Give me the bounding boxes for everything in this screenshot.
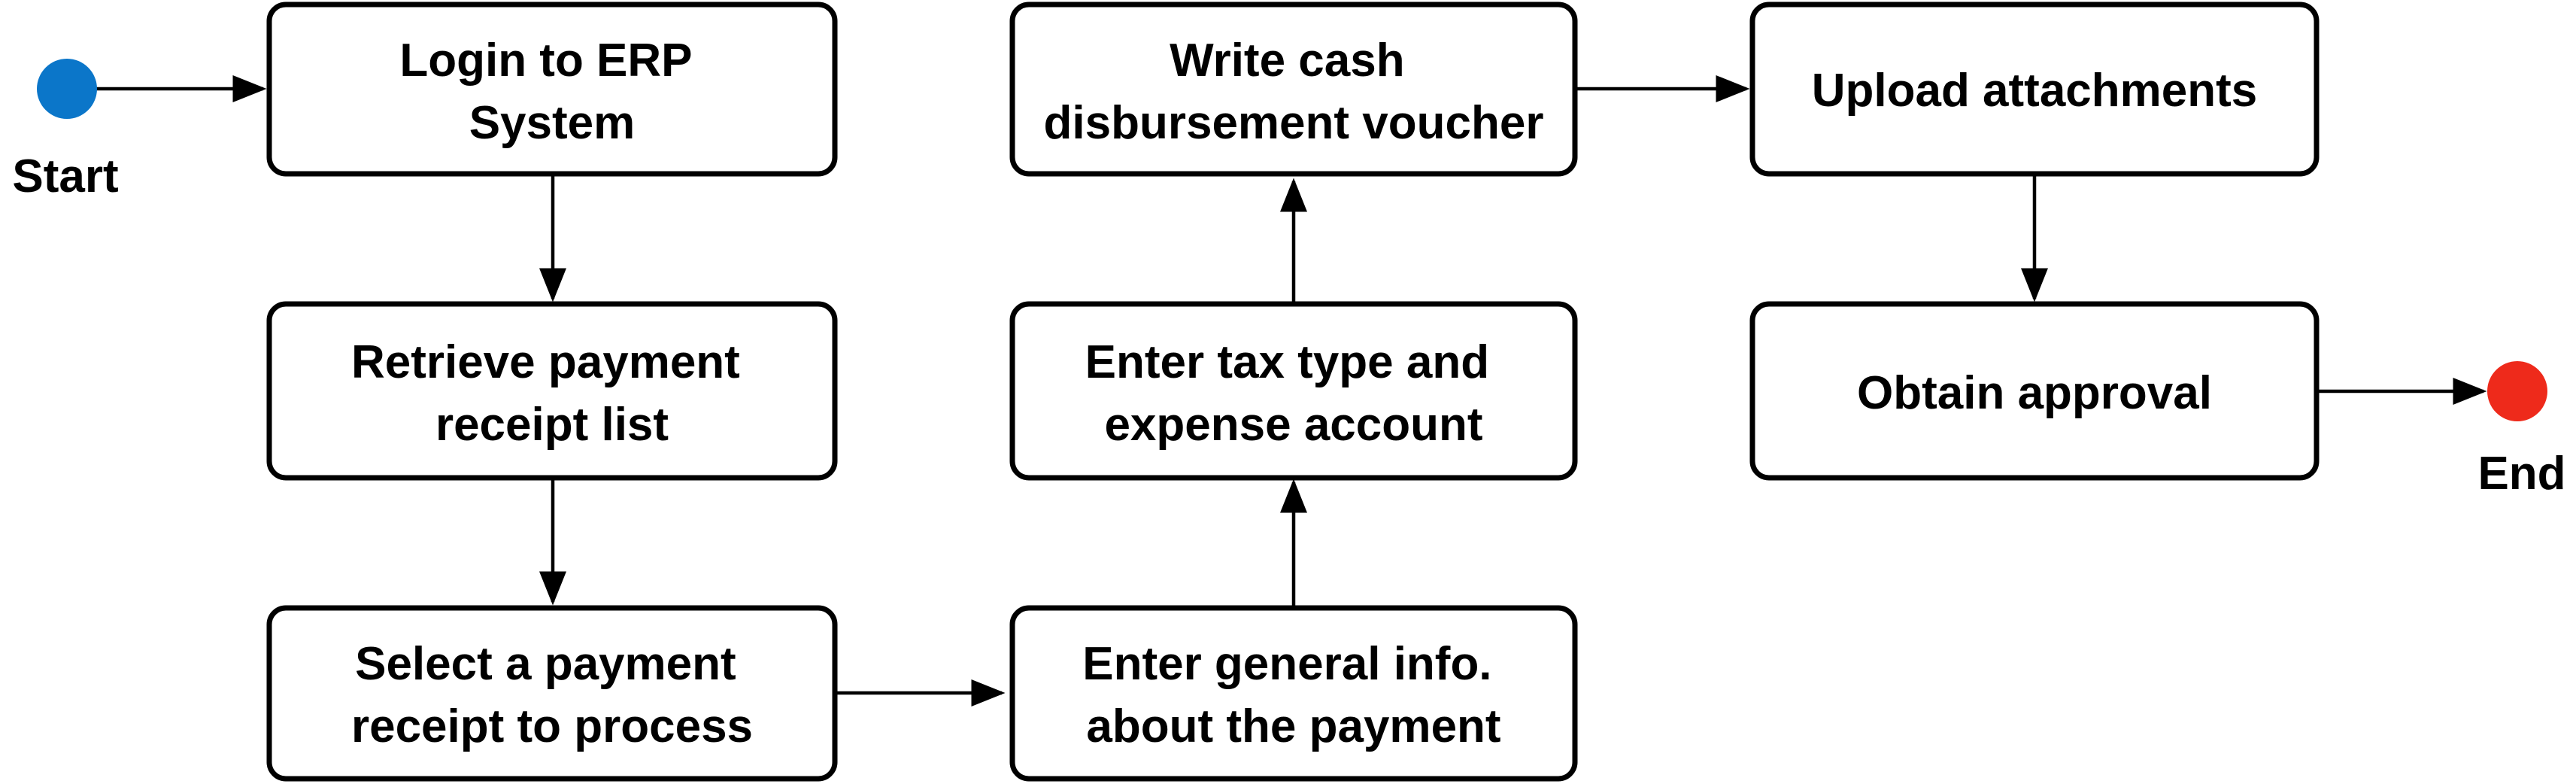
step-box	[1749, 2, 2320, 177]
step-label: Enter general info. about the payment	[1082, 638, 1505, 752]
step-voucher: Write cash disbursement voucher	[1009, 2, 1578, 177]
step-label: Obtain approval	[1857, 367, 2212, 419]
step-line: Enter general info.	[1082, 638, 1491, 690]
step-label: Login to ERP System	[399, 35, 704, 149]
step-box	[266, 301, 838, 481]
step-label: Enter tax type and expense account	[1085, 336, 1503, 451]
end-node: End	[2477, 361, 2566, 500]
step-line: Upload attachments	[1812, 65, 2258, 117]
step-line: Login to ERP	[399, 35, 691, 87]
step-tax: Enter tax type and expense account	[1009, 301, 1578, 481]
step-line: Enter tax type and	[1085, 336, 1489, 388]
step-select: Select a payment receipt to process	[266, 605, 838, 782]
end-circle	[2487, 361, 2547, 421]
step-box	[266, 2, 838, 177]
start-label: Start	[12, 150, 118, 202]
step-general: Enter general info. about the payment	[1009, 605, 1578, 782]
step-line: Select a payment	[355, 638, 736, 690]
step-label: Upload attachments	[1812, 65, 2258, 117]
step-upload: Upload attachments	[1749, 2, 2320, 177]
step-box	[266, 605, 838, 782]
start-circle	[37, 59, 97, 119]
step-label: Write cash disbursement voucher	[1044, 35, 1544, 149]
step-line: Obtain approval	[1857, 367, 2212, 419]
edges	[96, 75, 2487, 707]
step-approval: Obtain approval	[1749, 301, 2320, 481]
step-box	[1749, 301, 2320, 481]
step-login: Login to ERP System	[266, 2, 838, 177]
step-line: about the payment	[1086, 700, 1500, 752]
step-line: disbursement voucher	[1044, 97, 1544, 149]
step-box	[1009, 605, 1578, 782]
step-line: expense account	[1104, 399, 1482, 451]
step-box	[1009, 301, 1578, 481]
step-label: Retrieve payment receipt list	[351, 336, 753, 451]
start-node: Start	[12, 59, 119, 202]
step-retrieve: Retrieve payment receipt list	[266, 301, 838, 481]
step-line: receipt to process	[351, 700, 753, 752]
step-line: System	[469, 97, 636, 149]
step-box	[1009, 2, 1578, 177]
end-label: End	[2477, 448, 2565, 500]
step-line: receipt list	[435, 399, 669, 451]
step-line: Write cash	[1170, 35, 1404, 87]
step-label: Select a payment receipt to process	[351, 638, 753, 752]
step-line: Retrieve payment	[351, 336, 740, 388]
